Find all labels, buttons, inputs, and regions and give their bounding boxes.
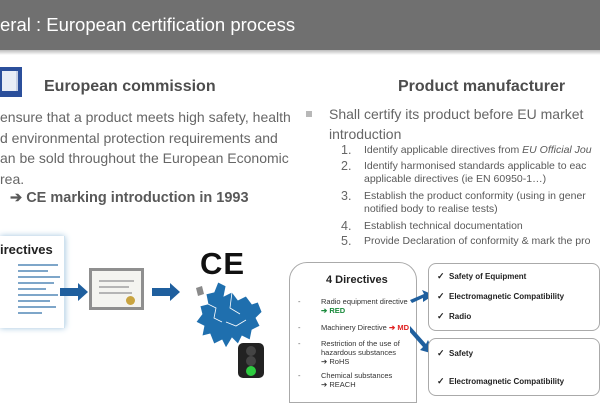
check-icon: ✓ [437,271,445,281]
left-line-1: ensure that a product meets high safety,… [0,109,291,125]
title-shadow [0,50,600,55]
arrow-icon: ➔ [10,190,23,206]
bullet-square-icon [306,111,312,117]
right-lead-line-1: Shall certify its product before EU mark… [329,106,584,122]
md-req-1: ✓Safety [437,348,474,358]
red-req-2: ✓Electromagnetic Compatibility [437,291,565,301]
arrow-icon: ➔ [321,357,328,366]
slide-title-bar: eral : European certification process [0,0,600,50]
red-arrow-icon: ➔ [388,323,396,332]
right-lead: Shall certify its product before EU mark… [329,104,583,144]
left-paragraph: ensure that a product meets high safety,… [0,107,305,189]
arrow-icon: ➔ [321,306,328,315]
right-heading: Product manufacturer [398,78,566,95]
check-icon: ✓ [437,291,445,301]
check-icon: ✓ [437,348,445,358]
traffic-light-icon [238,343,264,378]
left-line-2: d environmental protection requirements … [0,129,278,146]
arrow-right-icon-2 [152,283,180,301]
arrow-icon: ➔ [321,380,328,389]
document-lines [18,264,60,318]
md-req-2: ✓Electromagnetic Compatibility [437,376,565,386]
right-lead-line-2: introduction [329,126,402,142]
ce-mark: CE [200,246,246,281]
md-requirements-box: ✓Safety ✓Electromagnetic Compatibility [428,338,600,396]
certificate-icon [89,268,144,310]
directives-document-card: irectives [0,236,65,328]
eu-commission-logo [0,67,22,97]
left-line-3: an be sold throughout the European Econo… [0,150,289,166]
left-heading: European commission [44,78,216,95]
red-req-1: ✓Safety of Equipment [437,271,527,281]
ce-intro-text: CE marking introduction in 1993 [26,190,249,206]
slide-title: eral : European certification process [0,14,296,35]
check-icon: ✓ [437,376,445,386]
directives-box: 4 Directives - Radio equipment directive… [289,262,417,403]
arrow-right-icon [60,283,88,301]
ce-intro: ➔ CE marking introduction in 1993 [10,190,249,206]
directives-card-title: irectives [0,242,53,257]
red-req-3: ✓Radio [437,311,472,321]
red-requirements-box: ✓Safety of Equipment ✓Electromagnetic Co… [428,263,600,331]
check-icon: ✓ [437,311,445,321]
directives-title: 4 Directives [326,274,388,286]
left-line-4: rea. [0,170,25,187]
